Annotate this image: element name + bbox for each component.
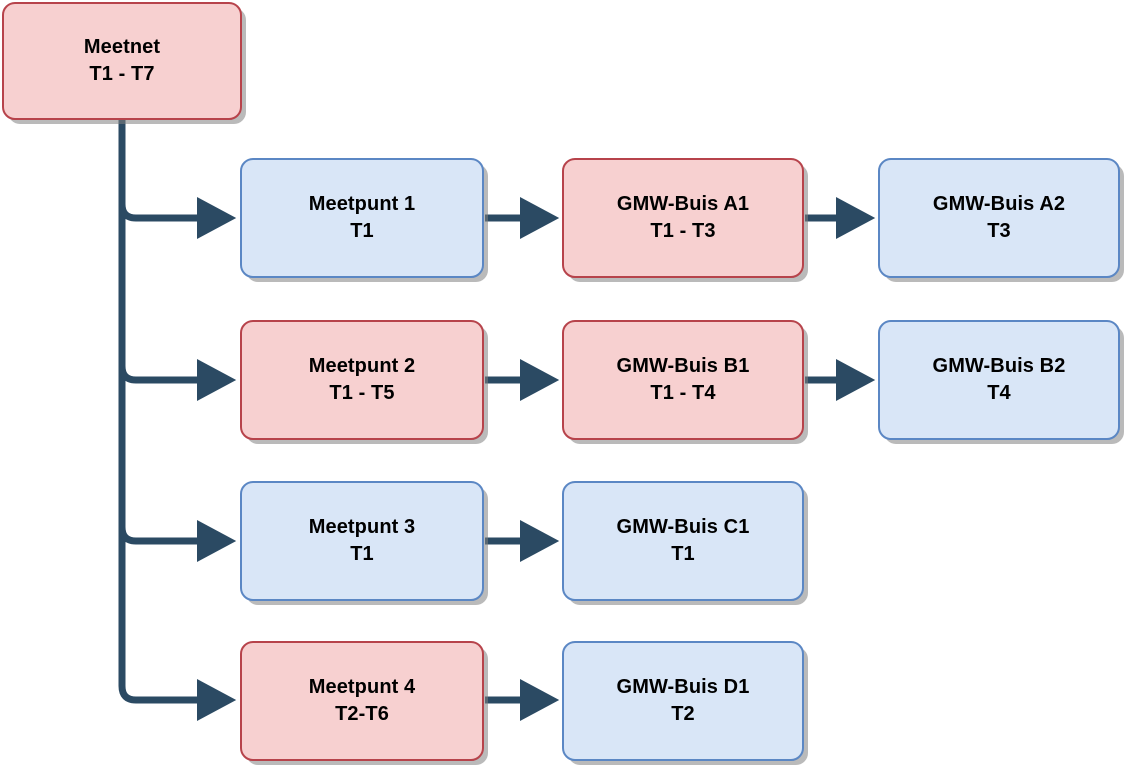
meetpunt-2-subtitle: T1 - T5: [329, 382, 395, 404]
root-node[interactable]: Meetnet T1 - T7: [2, 2, 242, 120]
gmw-buis-a2-title: GMW-Buis A2: [932, 193, 1066, 216]
meetpunt-1-subtitle: T1: [350, 220, 374, 242]
meetpunt-2[interactable]: Meetpunt 2 T1 - T5: [240, 320, 484, 440]
gmw-buis-d1-title: GMW-Buis D1: [616, 676, 750, 699]
meetpunt-4-subtitle: T2-T6: [335, 703, 389, 725]
gmw-buis-a1-subtitle: T1 - T3: [650, 220, 716, 242]
gmw-buis-b1-subtitle: T1 - T4: [650, 382, 716, 404]
meetpunt-1-title: Meetpunt 1: [308, 193, 416, 216]
gmw-buis-a2-subtitle: T3: [987, 220, 1011, 242]
root-node-title: Meetnet: [83, 36, 161, 59]
meetpunt-3[interactable]: Meetpunt 3 T1: [240, 481, 484, 601]
gmw-buis-d1[interactable]: GMW-Buis D1 T2: [562, 641, 804, 761]
meetpunt-2-title: Meetpunt 2: [308, 355, 416, 378]
meetpunt-3-title: Meetpunt 3: [308, 516, 416, 539]
gmw-buis-c1-title: GMW-Buis C1: [616, 516, 750, 539]
meetpunt-3-subtitle: T1: [350, 543, 374, 565]
gmw-buis-b2-subtitle: T4: [987, 382, 1011, 404]
edge-trunk: [118, 118, 168, 704]
edge-root-to-meetpunt-1: [118, 197, 237, 239]
meetpunt-1[interactable]: Meetpunt 1 T1: [240, 158, 484, 278]
edge-root-to-meetpunt-3: [118, 520, 237, 562]
root-node-subtitle: T1 - T7: [89, 63, 155, 85]
gmw-buis-a2[interactable]: GMW-Buis A2 T3: [878, 158, 1120, 278]
gmw-buis-b2[interactable]: GMW-Buis B2 T4: [878, 320, 1120, 440]
gmw-buis-b1[interactable]: GMW-Buis B1 T1 - T4: [562, 320, 804, 440]
gmw-buis-d1-subtitle: T2: [671, 703, 695, 725]
gmw-buis-a1[interactable]: GMW-Buis A1 T1 - T3: [562, 158, 804, 278]
gmw-buis-b1-title: GMW-Buis B1: [616, 355, 750, 378]
gmw-buis-c1-subtitle: T1: [671, 543, 695, 565]
meetpunt-4-title: Meetpunt 4: [308, 676, 416, 699]
edge-root-to-meetpunt-2: [118, 359, 237, 401]
gmw-buis-a1-title: GMW-Buis A1: [616, 193, 750, 216]
gmw-buis-b2-title: GMW-Buis B2: [932, 355, 1066, 378]
meetpunt-4[interactable]: Meetpunt 4 T2-T6: [240, 641, 484, 761]
gmw-buis-c1[interactable]: GMW-Buis C1 T1: [562, 481, 804, 601]
